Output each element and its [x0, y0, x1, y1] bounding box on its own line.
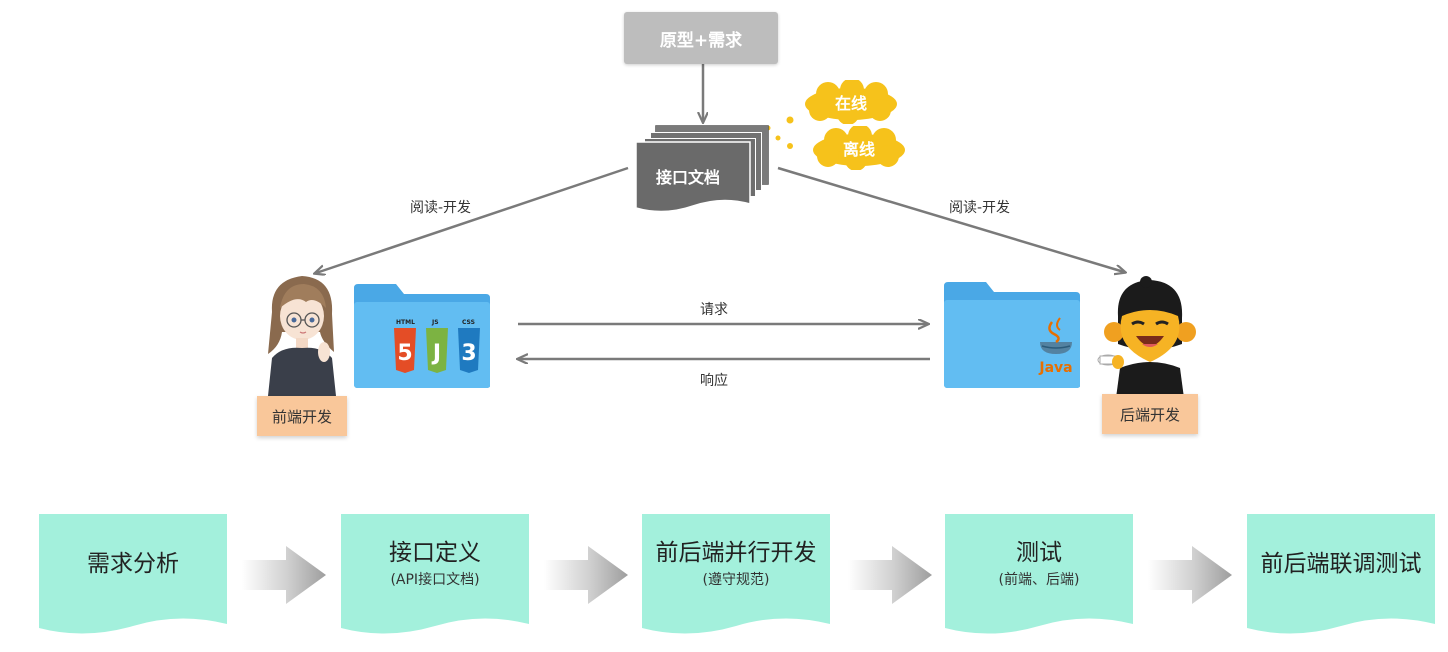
stage-shape — [341, 514, 529, 634]
monkey-avatar-icon — [1097, 276, 1196, 398]
stage-testing: 测试 (前端、后端) — [945, 514, 1133, 636]
response-label: 响应 — [700, 373, 728, 389]
backend-developer-avatar — [1096, 276, 1200, 398]
backend-role-label: 后端开发 — [1119, 405, 1180, 424]
arrow-doc-to-backend — [777, 166, 1124, 272]
online-label: 在线 — [834, 94, 867, 113]
arrow-doc-to-frontend — [316, 166, 629, 273]
stage-title: 前后端并行开发 — [655, 539, 817, 566]
flow-arrow-icon — [848, 546, 932, 604]
frontend-role-label: 前端开发 — [271, 407, 332, 426]
left-read-label: 阅读-开发 — [410, 200, 472, 216]
backend-folder: Java — [942, 280, 1082, 390]
folder-icon: Java — [944, 282, 1080, 388]
prototype-label: 原型+需求 — [659, 30, 743, 51]
girl-avatar-icon — [268, 276, 336, 396]
flow-arrow-icon — [242, 546, 326, 604]
frontend-role-badge: 前端开发 — [257, 396, 347, 436]
stage-shape — [642, 514, 830, 634]
frontend-folder: HTML 5 JS J CSS 3 — [352, 282, 492, 390]
flow-arrow-icon — [1148, 546, 1232, 604]
stage-shape — [39, 514, 227, 634]
html-tag: HTML — [396, 319, 415, 326]
stage-title: 前后端联调测试 — [1260, 550, 1422, 577]
stage-title: 需求分析 — [87, 550, 179, 577]
request-label: 请求 — [700, 302, 728, 318]
stage-requirement-analysis: 需求分析 — [39, 514, 227, 636]
prototype-requirements-box: 原型+需求 — [624, 12, 778, 64]
folder-icon: HTML 5 JS J CSS 3 — [354, 284, 490, 388]
stage-subtitle: (前端、后端) — [998, 572, 1080, 589]
stage-shape — [945, 514, 1133, 634]
stage-integration-testing: 前后端联调测试 — [1247, 514, 1435, 636]
doc-label: 接口文档 — [656, 168, 721, 187]
stage-subtitle: (API接口文档) — [390, 572, 480, 589]
flow-arrow-icon — [544, 546, 628, 604]
document-stack-icon — [636, 125, 769, 213]
online-cloud: 在线 — [798, 80, 904, 124]
java-logo-text: Java — [1038, 360, 1072, 376]
offline-label: 离线 — [842, 140, 875, 159]
svg-text:5: 5 — [397, 341, 412, 366]
offline-cloud: 离线 — [806, 126, 912, 170]
stage-title: 接口定义 — [389, 539, 481, 566]
stage-subtitle: (遵守规范) — [702, 572, 770, 589]
frontend-developer-avatar — [262, 272, 342, 396]
stage-parallel-development: 前后端并行开发 (遵守规范) — [642, 514, 830, 636]
cloud-icon — [813, 126, 905, 170]
right-read-label: 阅读-开发 — [949, 200, 1011, 216]
css-tag: CSS — [462, 319, 475, 326]
stage-title: 测试 — [1016, 539, 1062, 566]
js-tag: JS — [431, 319, 439, 326]
svg-text:3: 3 — [461, 341, 476, 366]
backend-role-badge: 后端开发 — [1102, 394, 1198, 434]
svg-text:J: J — [431, 341, 441, 366]
api-doc-stack: 接口文档 — [636, 122, 772, 214]
cloud-icon — [805, 80, 897, 124]
stage-shape — [1247, 514, 1435, 634]
stage-interface-definition: 接口定义 (API接口文档) — [341, 514, 529, 636]
